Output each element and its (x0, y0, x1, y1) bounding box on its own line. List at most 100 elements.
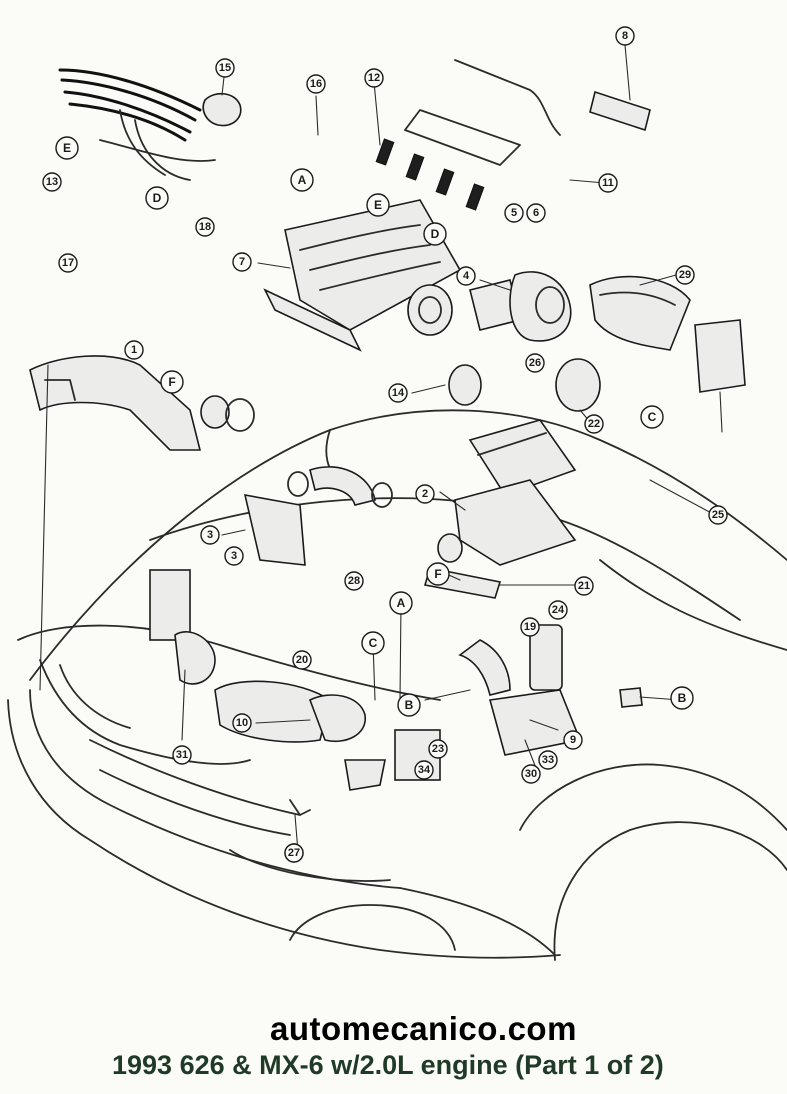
callout-label: 6 (533, 207, 539, 219)
callout-label: 10 (236, 717, 248, 729)
callout-label: 7 (239, 256, 245, 268)
callout-label: 29 (679, 269, 691, 281)
callout-circle (160, 370, 184, 394)
callout-circle (232, 713, 252, 733)
callout-circle (232, 252, 252, 272)
callout-label: D (153, 191, 162, 205)
car-body (7, 409, 787, 961)
part-callout: 12 (364, 68, 384, 88)
connector-callout: A (389, 591, 413, 615)
callout-circle (306, 74, 326, 94)
callout-label: 9 (570, 734, 576, 746)
part-callout: 17 (58, 253, 78, 273)
callout-circle (525, 353, 545, 373)
callout-label: 33 (542, 754, 554, 766)
engine-bay-components (149, 569, 643, 816)
callout-circle (415, 484, 435, 504)
connector-callout: F (160, 370, 184, 394)
part-callout: 34 (414, 760, 434, 780)
connector-callout: A (290, 168, 314, 192)
callout-label: F (168, 375, 175, 389)
callout-circle (708, 505, 728, 525)
part-callout: 33 (538, 750, 558, 770)
part-callout: 14 (388, 383, 408, 403)
callout-label: 8 (622, 30, 628, 42)
part-callout: 29 (675, 265, 695, 285)
callout-label: E (374, 198, 382, 212)
callout-label: 5 (511, 207, 517, 219)
callout-label: D (431, 227, 440, 241)
callout-circle (200, 525, 220, 545)
callout-circle (670, 686, 694, 710)
callout-circle (456, 266, 476, 286)
callout-circle (366, 193, 390, 217)
callout-label: C (648, 410, 657, 424)
callout-circle (520, 617, 540, 637)
part-callout: 9 (563, 730, 583, 750)
callout-label: 1 (131, 344, 137, 356)
callout-label: C (369, 636, 378, 650)
air-cleaner (423, 419, 577, 599)
connector-callout: F (426, 562, 450, 586)
connector-callout: C (361, 631, 385, 655)
part-callout: 11 (598, 173, 618, 193)
callout-circle (675, 265, 695, 285)
fuel-rail (375, 59, 651, 211)
callout-circle (563, 730, 583, 750)
callout-circle (548, 600, 568, 620)
part-callout: 4 (456, 266, 476, 286)
callout-circle (598, 173, 618, 193)
part-callout: 3 (224, 546, 244, 566)
callout-circle (397, 693, 421, 717)
callout-circle (428, 739, 448, 759)
callout-circle (423, 222, 447, 246)
callout-label: 11 (602, 177, 614, 189)
callout-label: 15 (219, 62, 231, 74)
part-callout: 22 (584, 414, 604, 434)
callout-label: 19 (524, 621, 536, 633)
callout-circle (55, 136, 79, 160)
connector-callout: E (366, 193, 390, 217)
callout-label: 13 (46, 176, 58, 188)
callout-label: 12 (368, 72, 380, 84)
callout-circle (290, 168, 314, 192)
part-callout: 20 (292, 650, 312, 670)
intake-manifold (263, 199, 462, 352)
part-callout: 25 (708, 505, 728, 525)
part-callout: 2 (415, 484, 435, 504)
connector-callout: B (670, 686, 694, 710)
part-callout: 10 (232, 713, 252, 733)
callout-circle (42, 172, 62, 192)
watermark-site: automecanico.com (270, 1010, 577, 1047)
callout-circle (145, 186, 169, 210)
callout-label: 25 (712, 509, 724, 521)
callout-circle (521, 764, 541, 784)
diagram-caption: 1993 626 & MX-6 w/2.0L engine (Part 1 of… (112, 1050, 664, 1080)
part-callout: 18 (195, 217, 215, 237)
part-callout: 6 (526, 203, 546, 223)
callout-circle (640, 405, 664, 429)
part-callout: 16 (306, 74, 326, 94)
engine-compartment-diagram: 1516128ED131817AED756411291F142622C32253… (7, 26, 787, 961)
callout-circle (124, 340, 144, 360)
callout-circle (224, 546, 244, 566)
part-callout: 30 (521, 764, 541, 784)
part-callout: 1 (124, 340, 144, 360)
callout-label: 18 (199, 221, 211, 233)
callout-circle (414, 760, 434, 780)
part-callout: 7 (232, 252, 252, 272)
callout-label: 23 (432, 743, 444, 755)
part-callout: 19 (520, 617, 540, 637)
part-callout: 15 (215, 58, 235, 78)
part-callout: 5 (504, 203, 524, 223)
leader-lines (39, 44, 723, 853)
part-callout: 8 (615, 26, 635, 46)
callout-label: 22 (588, 418, 600, 430)
resonator-duct (29, 355, 255, 451)
part-callout: 24 (548, 600, 568, 620)
callout-label: 2 (422, 488, 428, 500)
callout-label: 34 (418, 764, 431, 776)
callout-circle (215, 58, 235, 78)
connector-callout: E (55, 136, 79, 160)
